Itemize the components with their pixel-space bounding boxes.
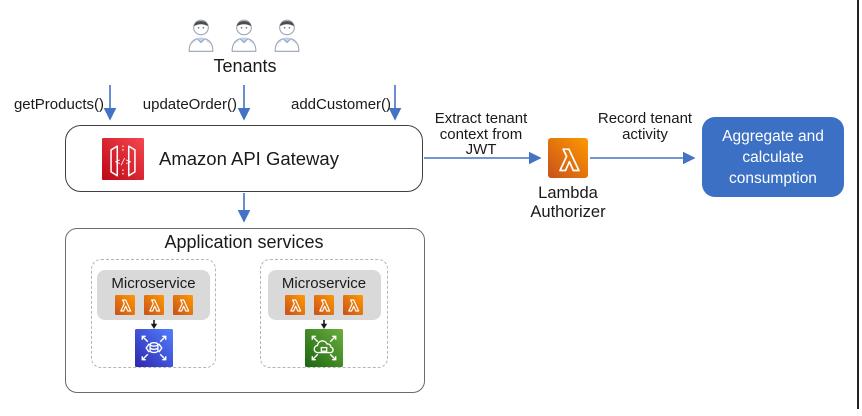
api-call-label-getproducts: getProducts() bbox=[13, 96, 104, 113]
svg-text:</>: </> bbox=[115, 157, 132, 167]
microservice-group-2: Microservice bbox=[260, 259, 388, 368]
lambda-icon bbox=[143, 295, 164, 315]
lambda-icon bbox=[314, 295, 334, 315]
database-scaling-icon bbox=[134, 329, 173, 367]
lambda-icon bbox=[114, 295, 135, 315]
tenants-group bbox=[186, 14, 302, 56]
api-gateway-label: Amazon API Gateway bbox=[159, 147, 339, 169]
microservice-group-1: Microservice bbox=[91, 259, 216, 368]
tenant-person-icon bbox=[188, 19, 214, 52]
microservice-label: Microservice bbox=[111, 275, 196, 292]
microservice-card: Microservice bbox=[267, 270, 381, 320]
edge-label-extract: Extract tenant context from JWT bbox=[434, 110, 528, 158]
lambda-icon bbox=[285, 295, 305, 315]
microservice-label: Microservice bbox=[281, 275, 367, 292]
api-gateway-node: </> Amazon API Gateway bbox=[65, 125, 423, 192]
lambda-row bbox=[285, 295, 363, 315]
aggregate-consumption-label: Aggregate and calculate consumption bbox=[722, 127, 824, 187]
down-arrow-icon bbox=[150, 320, 157, 329]
application-services-title: Application services bbox=[164, 232, 324, 252]
microservice-card: Microservice bbox=[97, 270, 210, 320]
down-arrow-icon bbox=[320, 320, 328, 329]
frame-edge bbox=[857, 0, 859, 409]
tenant-person-icon bbox=[274, 19, 300, 52]
edge-label-record: Record tenant activity bbox=[597, 110, 693, 143]
tenant-person-icon bbox=[231, 19, 257, 52]
lambda-icon bbox=[343, 295, 363, 315]
lambda-icon bbox=[548, 138, 588, 178]
api-call-label-addcustomer: addCustomer() bbox=[291, 96, 392, 113]
lambda-row bbox=[114, 295, 193, 315]
lambda-icon bbox=[172, 295, 193, 315]
lambda-authorizer-label: Lambda Authorizer bbox=[530, 184, 606, 221]
api-call-label-updateorder: updateOrder() bbox=[142, 96, 237, 113]
tenants-label: Tenants bbox=[213, 56, 277, 76]
aggregate-consumption-node: Aggregate and calculate consumption bbox=[702, 117, 844, 197]
api-gateway-icon: </> bbox=[102, 137, 144, 180]
cloud-scaling-icon bbox=[305, 329, 343, 367]
